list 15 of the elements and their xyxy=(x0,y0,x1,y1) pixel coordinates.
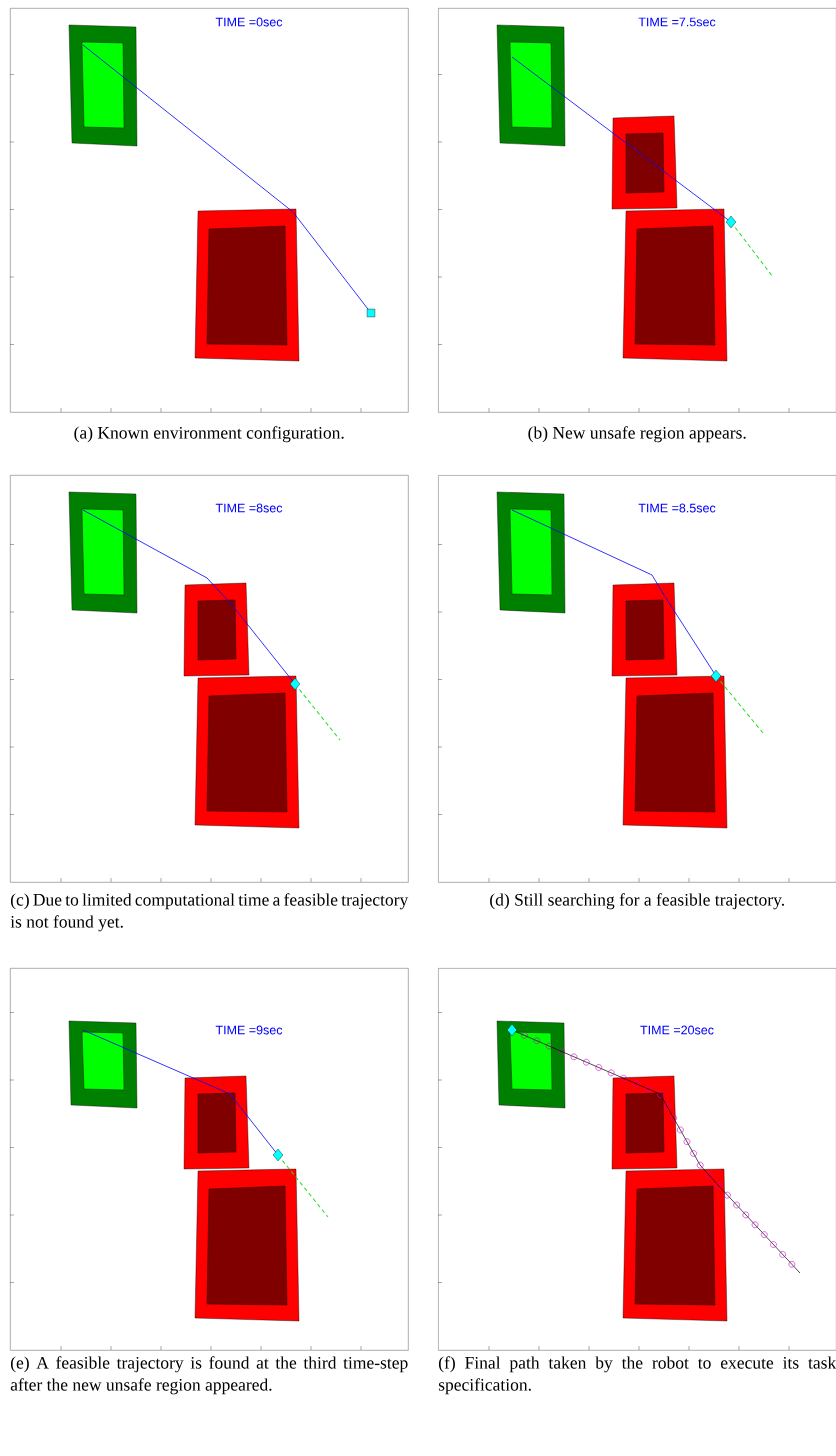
figure-caption: (a) Known environment configuration. xyxy=(74,426,344,443)
plot-panel xyxy=(10,968,409,1351)
figure-caption: (d) Still searching for a feasible trajectory. xyxy=(490,893,784,910)
time-label: TIME =7.5sec xyxy=(638,17,716,27)
time-label: TIME =8.5sec xyxy=(638,503,716,513)
time-label: TIME =0sec xyxy=(215,17,283,27)
plot-panel xyxy=(10,8,409,413)
time-label: TIME =8sec xyxy=(215,503,283,513)
figure-caption: (c) Due to limited computational time a feasible trajectory is not found yet. xyxy=(10,893,409,932)
figure-caption: (b) New unsafe region appears. xyxy=(528,426,746,443)
plot-panel xyxy=(10,475,409,883)
time-label: TIME =9sec xyxy=(215,1025,283,1035)
figure-caption: (e) A feasible trajectory is found at the third time-step after the new unsafe region appeared. xyxy=(10,1356,408,1395)
time-label: TIME =20sec xyxy=(640,1025,714,1035)
figure-caption: (f) Final path taken by the robot to execute its task specification. xyxy=(438,1356,836,1395)
